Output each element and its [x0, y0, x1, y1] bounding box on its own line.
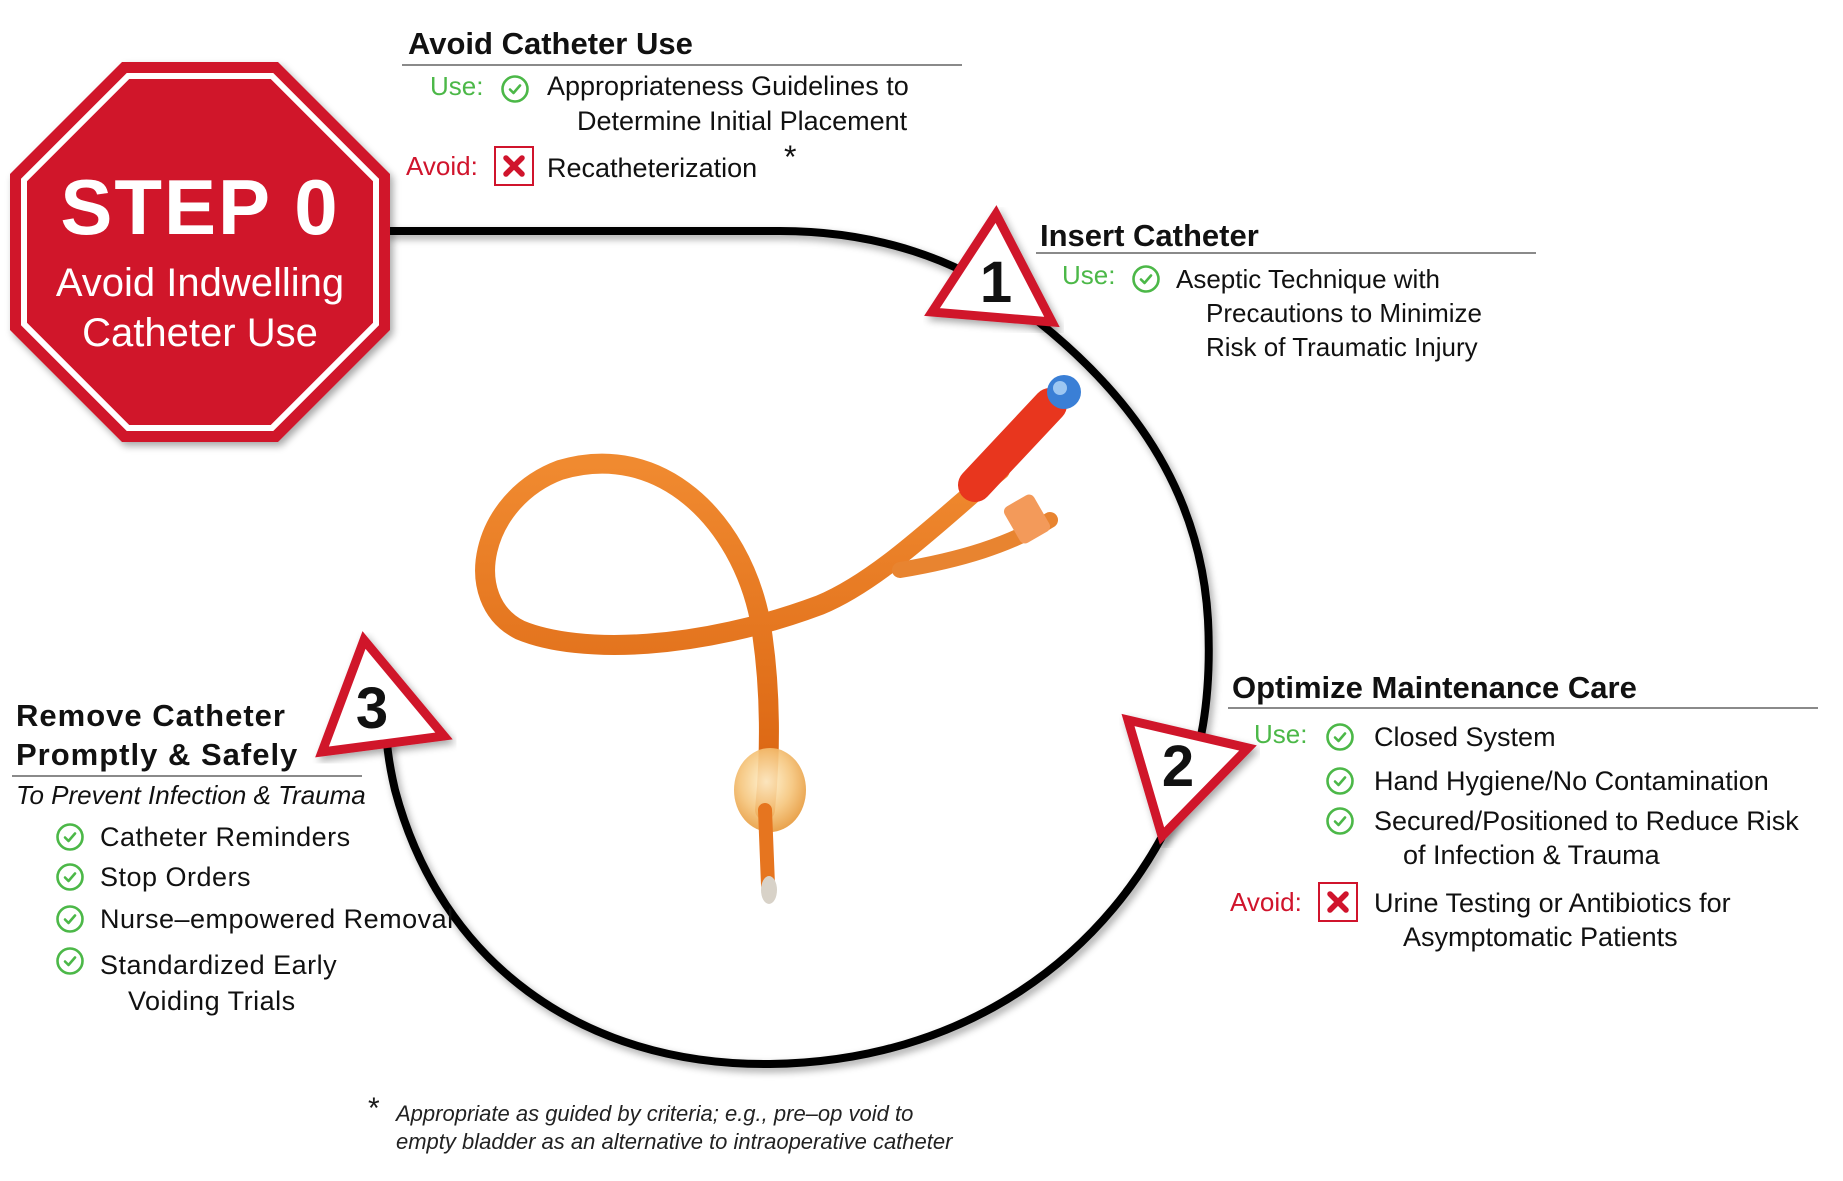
avoid-section-use-item-line2: Determine Initial Placement: [577, 106, 908, 136]
step2-use-item-3-line1: Secured/Positioned to Reduce Risk: [1374, 806, 1799, 836]
step1-use-label: Use:: [1062, 260, 1116, 290]
step1-use-item-line2: Precautions to Minimize: [1206, 298, 1482, 328]
warning-triangle-icon-1: [924, 205, 1060, 328]
step3-item-4-line2: Voiding Trials: [128, 986, 296, 1016]
warning-triangle-icon-2: [1121, 713, 1257, 845]
step2-use-label: Use:: [1254, 719, 1308, 749]
step3-heading-line1: Remove Catheter: [16, 698, 286, 733]
step1-number: 1: [979, 250, 1013, 315]
step3-subheading: To Prevent Infection & Trauma: [16, 780, 366, 810]
avoid-section-heading: Avoid Catheter Use: [408, 26, 693, 61]
step0-subtitle-line2: Catheter Use: [82, 311, 318, 355]
check-circle-icon: [56, 905, 84, 933]
avoid-section-avoid-item: Recatheterization: [547, 153, 758, 183]
step1-heading: Insert Catheter: [1040, 218, 1259, 253]
check-circle-icon: [501, 75, 529, 103]
check-circle-icon: [1326, 723, 1354, 751]
avoid-section-use-label: Use:: [430, 71, 484, 101]
foley-catheter-illustration: [475, 375, 1081, 904]
footnote-line2: empty bladder as an alternative to intra…: [396, 1129, 953, 1154]
avoid-section-asterisk: *: [784, 139, 797, 175]
avoid-section-use-item-line1: Appropriateness Guidelines to: [547, 71, 909, 101]
avoid-section-avoid-label: Avoid:: [406, 151, 478, 181]
step2-avoid-label: Avoid:: [1230, 887, 1302, 917]
x-box-icon: [1318, 882, 1358, 922]
cycle-line: [382, 227, 1213, 1069]
step3-item-1: Catheter Reminders: [100, 822, 351, 852]
step2-number: 2: [1161, 734, 1195, 799]
x-box-icon: [494, 146, 534, 186]
step3-item-4-line1: Standardized Early: [100, 950, 338, 980]
step3-heading-line2: Promptly & Safely: [16, 737, 299, 772]
check-circle-icon: [1132, 265, 1160, 293]
step2-rule: [1228, 707, 1818, 709]
check-circle-icon: [56, 947, 84, 975]
warning-triangle-icon-3: [315, 631, 453, 758]
step0-title: STEP 0: [60, 163, 340, 251]
step3-item-2: Stop Orders: [100, 862, 252, 892]
check-circle-icon: [1326, 807, 1354, 835]
step3-number: 3: [355, 676, 389, 741]
step1-use-item-line3: Risk of Traumatic Injury: [1206, 332, 1478, 362]
check-circle-icon: [56, 823, 84, 851]
step2-use-item-3-line2: of Infection & Trauma: [1403, 840, 1660, 870]
footnote-asterisk: *: [368, 1092, 380, 1125]
step2-avoid-item-line1: Urine Testing or Antibiotics for: [1374, 888, 1731, 918]
check-circle-icon: [1326, 767, 1354, 795]
step1-rule: [1036, 252, 1536, 254]
step2-use-item-1: Closed System: [1374, 722, 1556, 752]
step0-subtitle-line1: Avoid Indwelling: [55, 261, 345, 305]
step1-use-item-line1: Aseptic Technique with: [1176, 264, 1441, 294]
step2-avoid-item-line2: Asymptomatic Patients: [1403, 922, 1678, 952]
footnote-line1: Appropriate as guided by criteria; e.g.,…: [396, 1101, 914, 1126]
avoid-section-rule: [402, 64, 962, 66]
step2-use-item-2: Hand Hygiene/No Contamination: [1374, 766, 1769, 796]
stop-sign-icon: [10, 62, 390, 442]
check-circle-icon: [56, 863, 84, 891]
step3-item-3: Nurse–empowered Removal: [100, 904, 454, 934]
step3-rule: [12, 775, 362, 777]
step2-heading: Optimize Maintenance Care: [1232, 670, 1637, 705]
